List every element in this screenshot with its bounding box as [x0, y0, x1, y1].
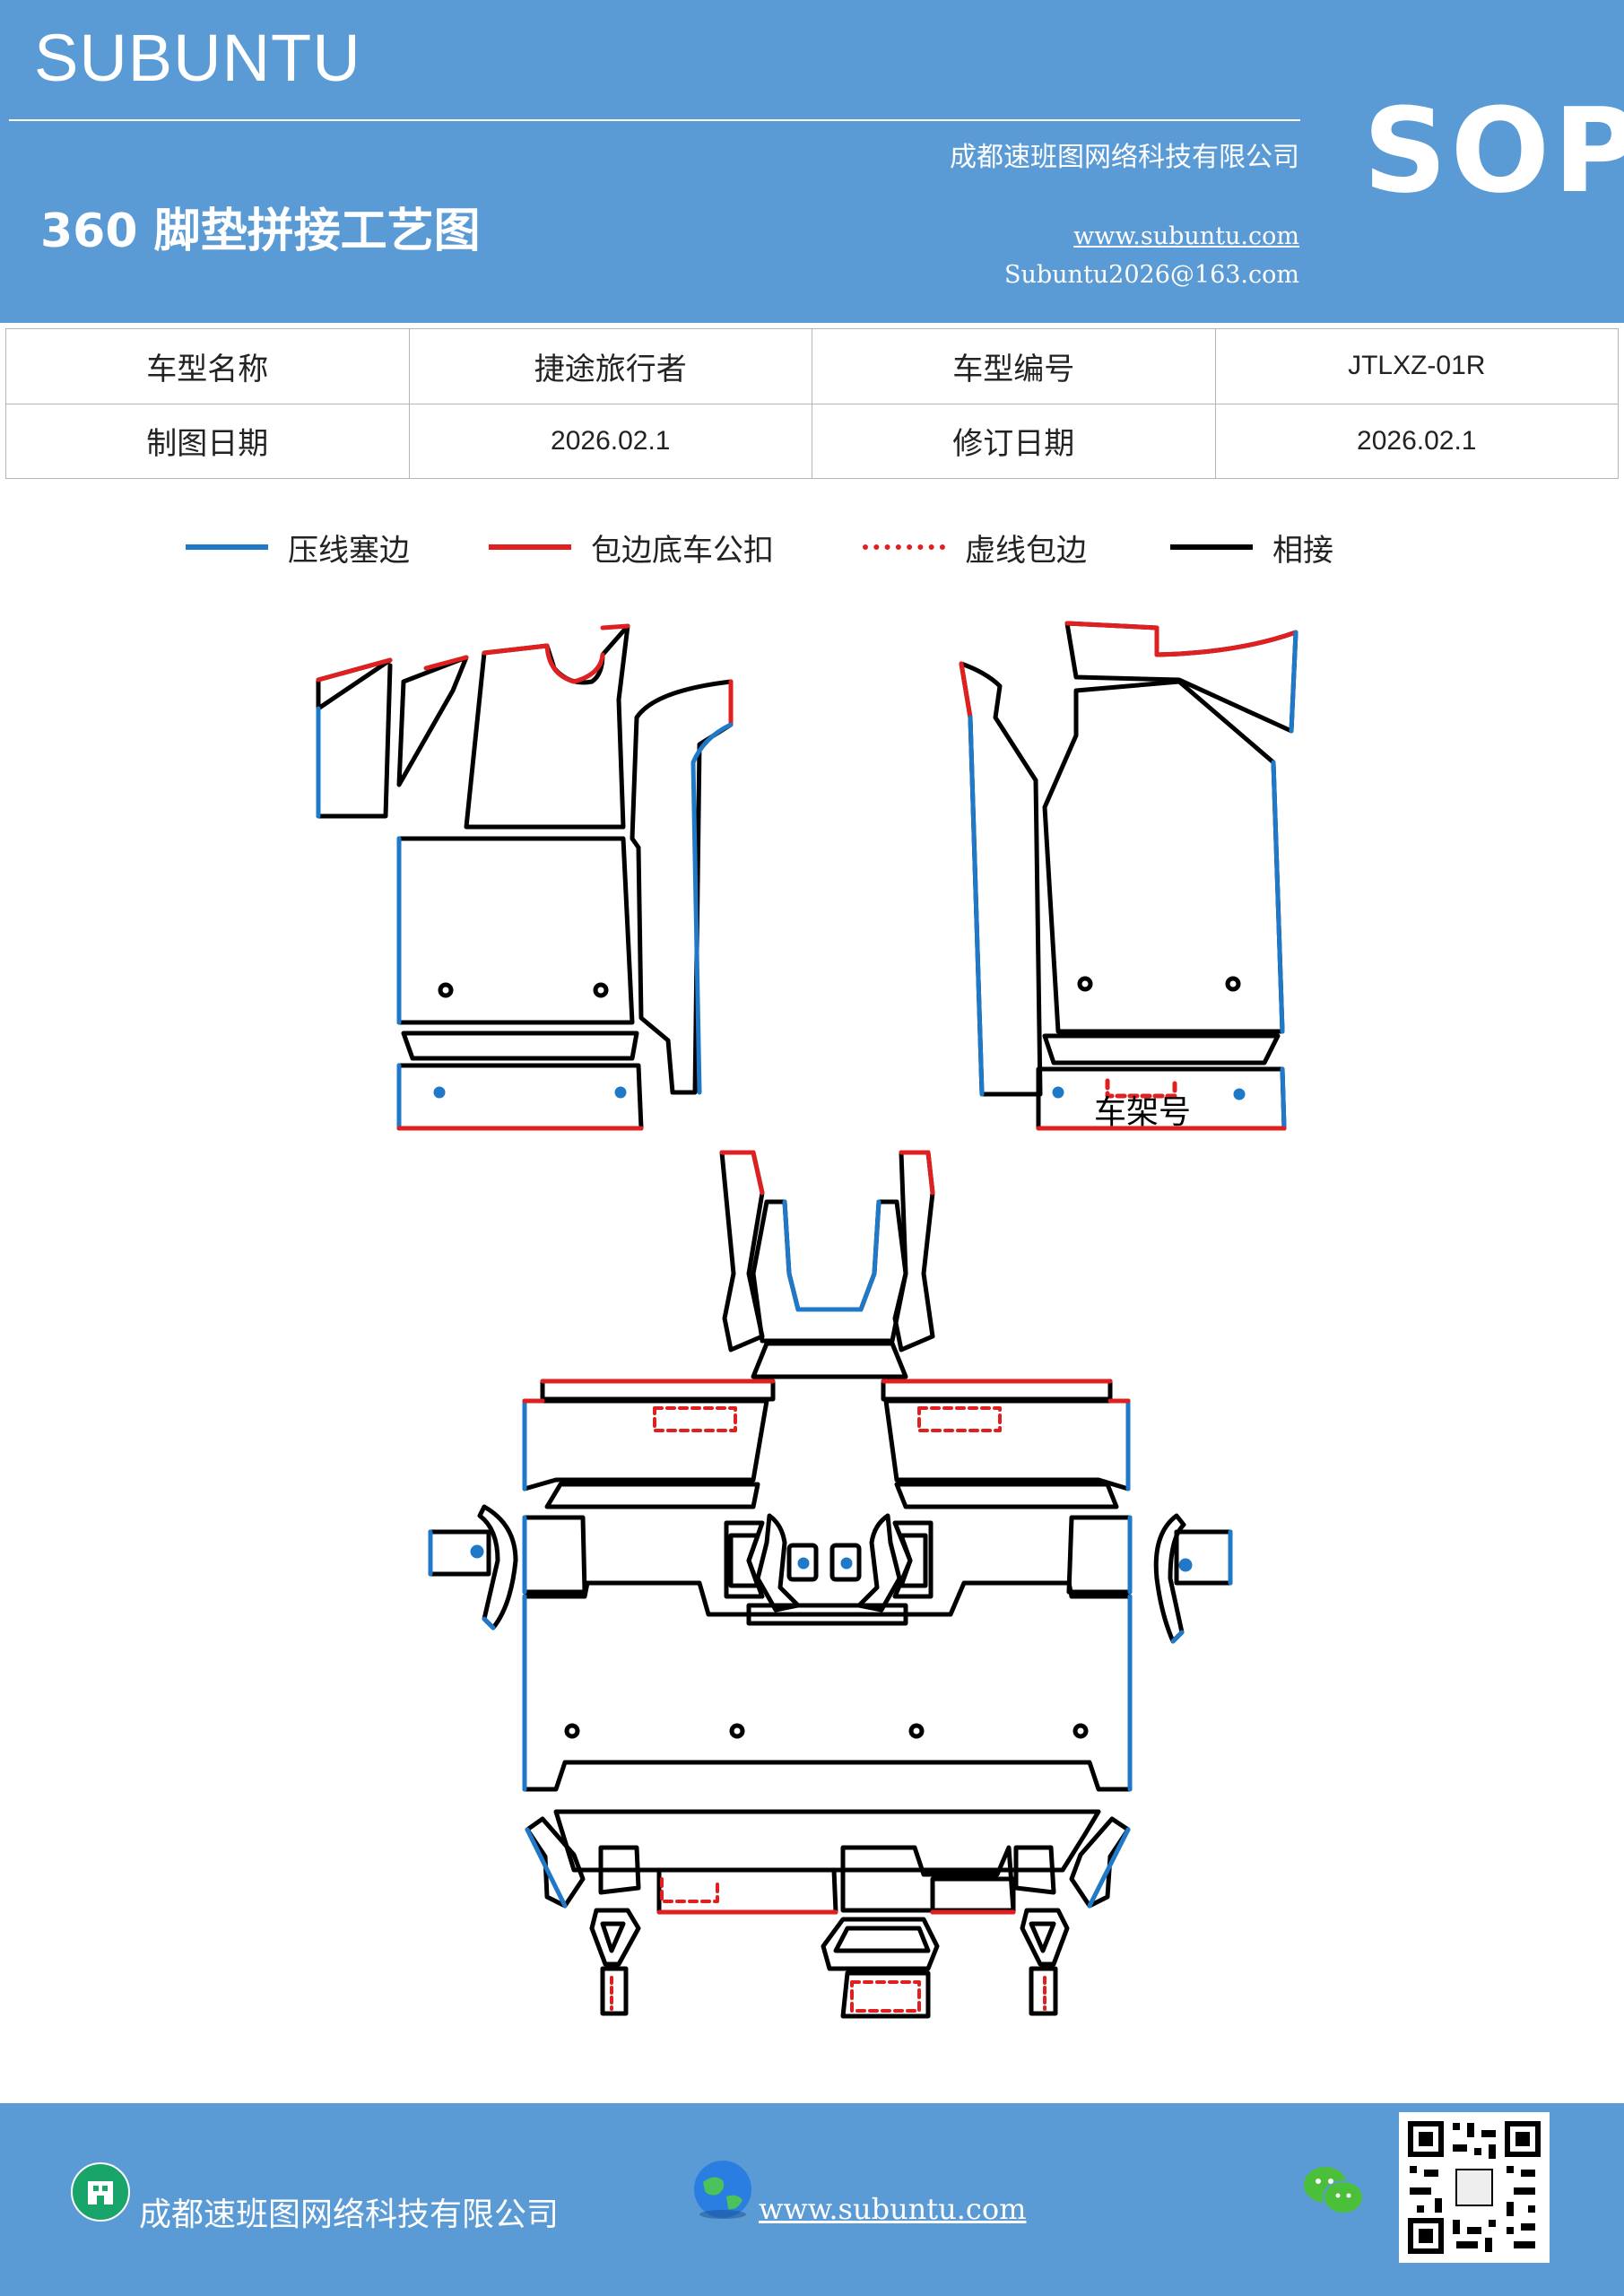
table-cell: 修订日期	[812, 403, 1216, 479]
table-cell: 捷途旅行者	[408, 328, 812, 404]
header-divider	[9, 119, 1300, 121]
header-banner	[0, 0, 1624, 323]
floor-mat-diagram: 车架号	[316, 621, 1298, 2019]
rear-upper-group	[522, 1378, 1131, 1509]
legend-label: 压线塞边	[288, 532, 410, 569]
legend-swatch	[186, 544, 268, 550]
table-cell: 2026.02.1	[1214, 403, 1619, 479]
footer-company-name: 成都速班图网络科技有限公司	[139, 2196, 560, 2233]
globe-icon	[694, 2161, 751, 2219]
table-cell: 制图日期	[5, 403, 410, 479]
legend-swatch	[489, 544, 571, 550]
legend-item-press-line: 压线塞边	[186, 525, 410, 570]
table-cell: 2026.02.1	[408, 403, 812, 479]
front-left-mat-group	[316, 623, 734, 1131]
legend-item-dashed-binding: 虚线包边	[863, 525, 1087, 570]
document-title: 360 脚垫拼接工艺图	[40, 204, 481, 258]
legend-swatch	[863, 544, 945, 550]
table-row: 制图日期 2026.02.1 修订日期 2026.02.1	[5, 403, 1619, 479]
table-cell: 车型名称	[5, 328, 410, 404]
front-right-mat-group	[959, 621, 1298, 1131]
brand-logo-text: SUBUNTU	[34, 21, 361, 95]
table-cell: JTLXZ-01R	[1214, 328, 1619, 404]
wechat-icon	[1304, 2167, 1364, 2214]
building-icon	[71, 2162, 130, 2222]
qr-code[interactable]	[1399, 2112, 1550, 2263]
legend-item-joint: 相接	[1170, 525, 1333, 570]
center-tunnel-group	[719, 1150, 935, 1379]
legend-item-edge-binding: 包边底车公扣	[489, 525, 774, 570]
legend-swatch	[1170, 544, 1253, 550]
rear-lower-group	[525, 1809, 1131, 2019]
footer-website-link[interactable]: www.subuntu.com	[759, 2192, 1027, 2226]
sop-label: SOP	[1363, 83, 1624, 219]
rear-main-group	[428, 1504, 1233, 1792]
header-email[interactable]: Subuntu2026@163.com	[1004, 261, 1299, 289]
legend-label: 虚线包边	[965, 532, 1087, 569]
table-row: 车型名称 捷途旅行者 车型编号 JTLXZ-01R	[5, 328, 1619, 404]
header-website-link[interactable]: www.subuntu.com	[1073, 222, 1299, 250]
table-cell: 车型编号	[812, 328, 1216, 404]
header-company-name: 成都速班图网络科技有限公司	[950, 142, 1299, 173]
vehicle-info-table: 车型名称 捷途旅行者 车型编号 JTLXZ-01R 制图日期 2026.02.1…	[5, 328, 1619, 479]
frame-number-label: 车架号	[1094, 1094, 1191, 1131]
legend-label: 包边底车公扣	[591, 532, 774, 569]
legend-label: 相接	[1272, 532, 1333, 569]
